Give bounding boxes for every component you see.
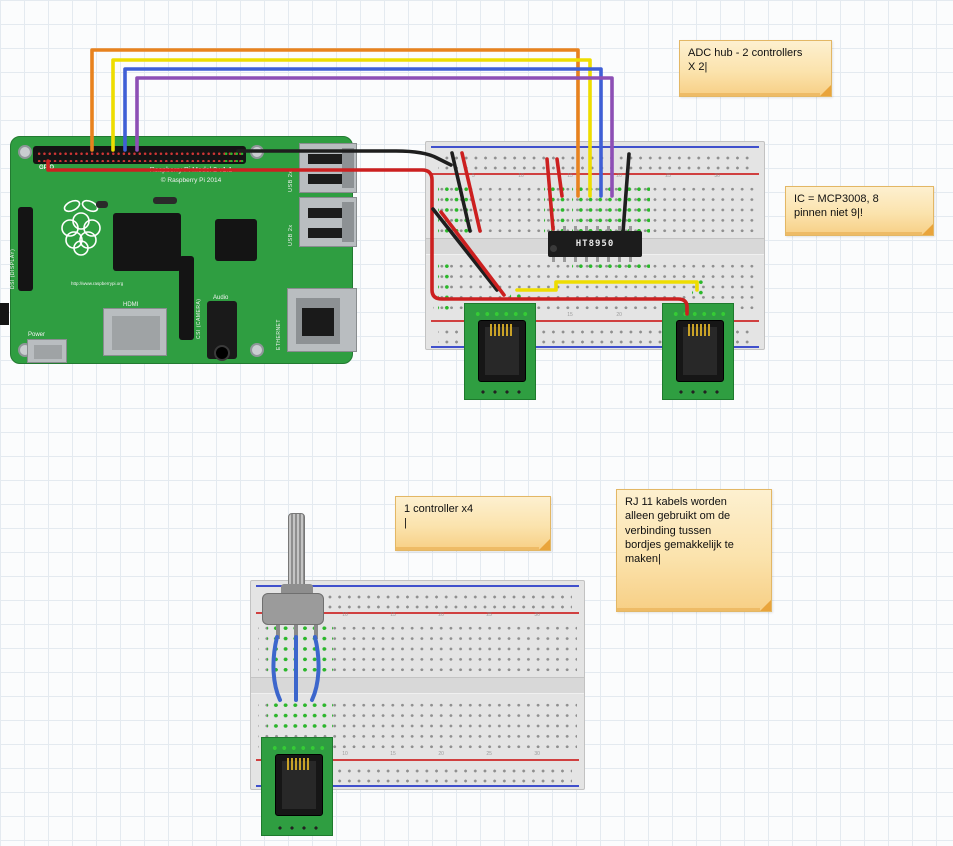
connected-holes: [438, 258, 454, 310]
gpio-header[interactable]: [33, 146, 246, 164]
power-label: Power: [28, 332, 45, 338]
power-rail-blue-line: [431, 146, 759, 148]
csi-label: CSI (CAMERA): [197, 259, 202, 339]
ic-body: HT8950: [548, 231, 642, 257]
rj11-pads: [475, 386, 525, 394]
note-adc-hub[interactable]: ADC hub - 2 controllers X 2|: [679, 40, 832, 97]
dsi-connector: [18, 207, 33, 291]
rj11-module-2[interactable]: [662, 303, 734, 400]
memory-chip: [215, 219, 257, 261]
column-numbers-top: 51015202530: [472, 173, 720, 180]
note-fold-corner: [760, 600, 771, 611]
rj11-jack: [478, 320, 526, 382]
center-channel: [251, 677, 584, 694]
ethernet-label: ETHERNET: [277, 292, 282, 350]
note-text: ADC hub - 2 controllers X 2|: [680, 41, 831, 80]
rj11-module-3[interactable]: [261, 737, 333, 836]
potentiometer-shaft[interactable]: [288, 513, 305, 593]
connected-holes: [510, 288, 526, 304]
smd-component: [153, 197, 177, 204]
column-numbers-top: 51015202530: [297, 612, 540, 619]
rail-holes-top: [438, 151, 752, 171]
mounting-hole: [18, 145, 32, 159]
usb-port-bottom: [299, 197, 357, 247]
usb-bottom-label: USB 2x: [289, 202, 295, 246]
gpio-pins: [35, 148, 244, 162]
connected-holes: [267, 697, 333, 731]
note-bottom-band: [786, 232, 922, 235]
note-fold-corner: [539, 539, 550, 550]
rj11-contacts: [688, 324, 710, 336]
potentiometer-leg: [276, 624, 280, 639]
note-bottom-band: [396, 547, 539, 550]
edge-component: [0, 303, 9, 325]
rj11-pads: [673, 386, 723, 394]
usb-port-top: [299, 143, 357, 193]
potentiometer-body[interactable]: [262, 593, 324, 625]
smd-component: [96, 201, 108, 208]
note-text: 1 controller x4 |: [396, 497, 550, 536]
rj11-jack: [275, 754, 323, 816]
connected-holes: [438, 181, 472, 233]
ic-chip[interactable]: HT8950: [548, 226, 642, 262]
audio-jack: [207, 301, 237, 359]
rj11-jack: [676, 320, 724, 382]
usb-top-label: USB 2x: [289, 148, 295, 192]
note-bottom-band: [680, 93, 820, 96]
rj11-pins: [669, 306, 727, 316]
note-fold-corner: [820, 85, 831, 96]
rj11-module-1[interactable]: [464, 303, 536, 400]
gpio-pins-highlighted: [222, 148, 244, 162]
note-text: IC = MCP3008, 8 pinnen niet 9|!: [786, 187, 933, 226]
column-numbers-bottom: 51015202530: [297, 751, 540, 758]
board-url: http://www.raspberrypi.org: [71, 282, 123, 287]
gpio-label: GPIO: [39, 165, 54, 171]
rj11-contacts: [287, 758, 309, 770]
board-title: Raspberry Pi Model 2 v1.1: [111, 167, 271, 174]
potentiometer-leg: [314, 624, 318, 639]
raspberry-pi-board[interactable]: GPIO Raspberry Pi Model 2 v1.1 © Raspber…: [10, 136, 353, 364]
potentiometer-leg: [294, 624, 298, 639]
soc-chip: [113, 213, 181, 271]
board-subtitle: © Raspberry Pi 2014: [111, 178, 271, 185]
ethernet-port: [287, 288, 357, 352]
note-text: RJ 11 kabels worden alleen gebruikt om d…: [617, 490, 771, 571]
ic-label: HT8950: [576, 239, 615, 249]
dsi-label: DSI (DISPLAY): [11, 209, 16, 289]
mounting-hole: [250, 145, 264, 159]
note-one-controller[interactable]: 1 controller x4 |: [395, 496, 551, 551]
power-micro-usb: [27, 339, 67, 363]
connected-holes: [692, 274, 708, 298]
rj11-pins: [268, 740, 326, 750]
mounting-hole: [250, 343, 264, 357]
rj11-pins: [471, 306, 529, 316]
note-bottom-band: [617, 608, 760, 611]
note-ic-mcp3008[interactable]: IC = MCP3008, 8 pinnen niet 9|!: [785, 186, 934, 236]
rj11-contacts: [490, 324, 512, 336]
ic-notch: [550, 245, 557, 252]
note-fold-corner: [922, 224, 933, 235]
csi-connector: [179, 256, 194, 340]
hdmi-port: [103, 308, 167, 356]
note-rj11-cables[interactable]: RJ 11 kabels worden alleen gebruikt om d…: [616, 489, 772, 612]
rj11-pads: [272, 822, 322, 830]
